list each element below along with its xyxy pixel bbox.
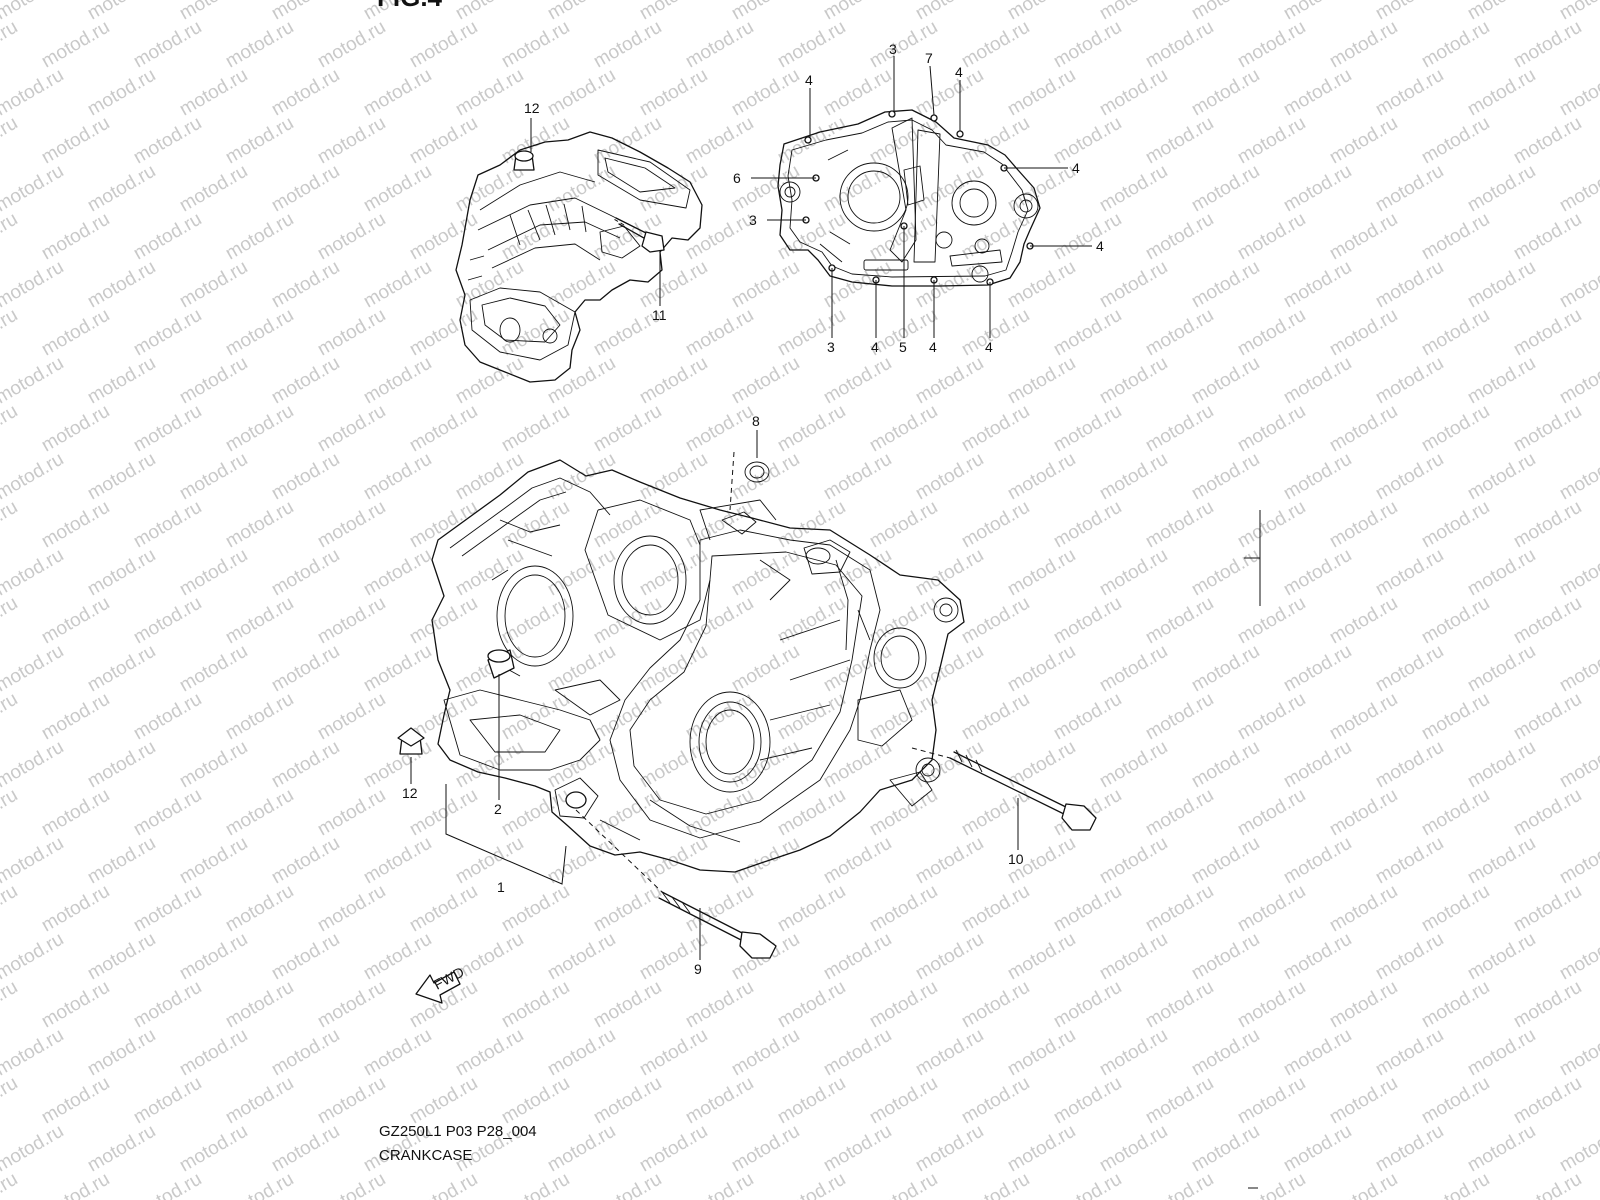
callout-4-topleft: 4	[805, 72, 813, 88]
part-bolt-9	[658, 891, 777, 959]
crankcase-inner-view	[777, 109, 1041, 287]
callout-12-top: 12	[524, 100, 540, 116]
callout-3-left: 3	[749, 212, 757, 228]
crankcase-left-outer-view	[455, 131, 703, 383]
callout-4-topright: 4	[955, 64, 963, 80]
crankcase-assembly	[431, 459, 965, 873]
part-name: CRANKCASE	[379, 1147, 473, 1164]
callout-3-bottom: 3	[827, 339, 835, 355]
callout-4-bottom3: 4	[985, 339, 993, 355]
callout-5: 5	[899, 339, 907, 355]
callout-11: 11	[652, 307, 667, 323]
callout-4-right2: 4	[1096, 238, 1104, 254]
callouts: 12 11 3 7 4 4 4 6 3 4 3 4 5 4 4 8 12 2 1…	[402, 41, 1104, 977]
fwd-arrow-icon: FWD	[415, 964, 467, 1004]
leader-lines	[410, 56, 1092, 960]
margin-mark	[1244, 510, 1261, 606]
part-bolt-10	[949, 749, 1097, 831]
part-code: GZ250L1 P03 P28_004	[379, 1123, 537, 1140]
callout-1: 1	[497, 879, 505, 895]
callout-10: 10	[1008, 851, 1024, 867]
callout-2: 2	[494, 801, 502, 817]
figure-title: FIG.4	[377, 0, 443, 12]
callout-9: 9	[694, 961, 702, 977]
callout-7: 7	[925, 50, 933, 66]
part-oring-8	[744, 461, 770, 483]
callout-4-right1: 4	[1072, 160, 1080, 176]
callout-6: 6	[733, 170, 741, 186]
callout-4-bottom2: 4	[929, 339, 937, 355]
callout-4-bottom1: 4	[871, 339, 879, 355]
callout-12-left: 12	[402, 785, 418, 801]
callout-8: 8	[752, 413, 760, 429]
callout-3-top: 3	[889, 41, 897, 57]
part-plug-12-left	[397, 727, 425, 755]
